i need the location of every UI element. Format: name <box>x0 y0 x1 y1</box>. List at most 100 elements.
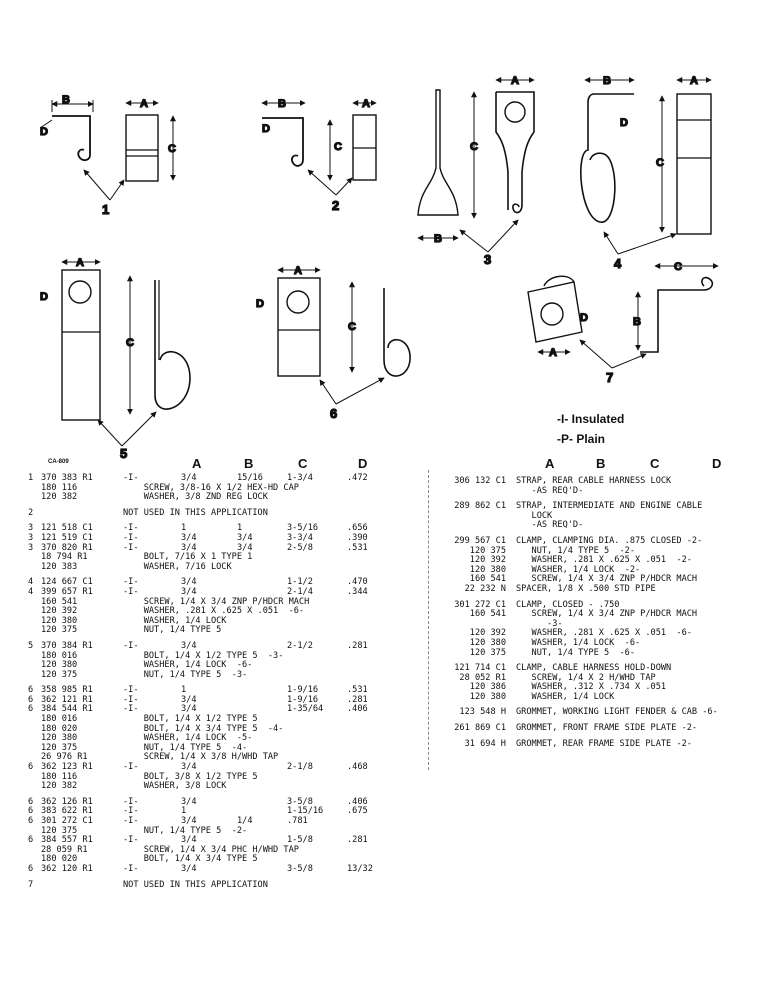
table-row: 180 116 SCREW, 3/8-16 X 1/2 HEX-HD CAP <box>28 482 428 494</box>
dimension-value: .781 <box>287 816 308 826</box>
svg-text:B: B <box>278 98 286 110</box>
part-description: WASHER, .312 X .734 X .051 <box>516 682 667 693</box>
part-description: SPACER, 1/8 X .500 STD PIPE <box>516 583 656 594</box>
part-number: 18 794 R1 <box>41 552 88 563</box>
part-number: 120 375 <box>469 647 506 658</box>
part-description: WASHER, 1/4 LOCK <box>516 691 615 702</box>
dimension-value <box>237 865 287 875</box>
dimension-value: 1-15/16 <box>287 806 324 817</box>
svg-text:D: D <box>620 117 628 129</box>
dimension-value <box>237 686 287 696</box>
part-number: 180 020 <box>41 854 78 865</box>
table-row: 120 380 WASHER, 1/4 LOCK -6- <box>28 660 428 671</box>
part-number: 383 622 R1 <box>41 806 93 817</box>
part-number: 120 392 <box>41 606 78 617</box>
part-number: 120 380 <box>469 691 506 702</box>
part-number: 120 380 <box>41 615 78 626</box>
figure-index <box>28 553 41 563</box>
part-number <box>436 487 516 497</box>
part-description: WASHER, 3/8 ZND REG LOCK <box>123 492 268 503</box>
part-number: 370 383 R1 <box>41 473 93 483</box>
dimension-value: 3/4 <box>181 704 197 715</box>
clip-4-drawing <box>580 77 712 255</box>
figure-index <box>28 782 41 792</box>
table-row: 120 380 WASHER, 1/4 LOCK -5- <box>28 734 428 744</box>
part-number: 180 020 <box>41 723 78 734</box>
part-number: 28 059 R1 <box>41 844 88 855</box>
part-number: 120 375 <box>41 625 78 636</box>
part-number: 120 380 <box>41 660 78 671</box>
dimension-value: 3/4 <box>181 532 197 543</box>
part-description: SCREW, 1/4 X 3/8 H/WHD TAP <box>123 752 279 763</box>
part-description: NOT USED IN THIS APPLICATION <box>123 507 268 518</box>
dimension-value: .468 <box>347 762 368 773</box>
svg-text:C: C <box>674 261 682 273</box>
table-row: 120 375 NUT, 1/4 TYPE 5 -4- <box>28 743 428 754</box>
figure-index <box>28 598 41 608</box>
part-description: STRAP, INTERMEDIATE AND ENGINE CABLE <box>516 501 703 512</box>
figure-index: 6 <box>28 816 34 826</box>
table-row: 120 380 WASHER, 1/4 LOCK -2- <box>436 565 772 576</box>
table-row: 180 020 BOLT, 1/4 X 3/4 TYPE 5 <box>28 855 428 865</box>
table-row: 120 380 WASHER, 1/4 LOCK <box>28 615 428 627</box>
figure-index <box>28 715 41 725</box>
figure-index: 3 <box>28 523 34 534</box>
svg-text:D: D <box>262 123 270 135</box>
dimension-value: .281 <box>347 640 368 651</box>
part-number: 120 380 <box>41 733 78 744</box>
dimension-value: -I- <box>123 762 139 773</box>
dimension-value: 1 <box>237 523 243 534</box>
part-description: WASHER, 3/8 LOCK <box>123 781 227 792</box>
svg-text:C: C <box>470 141 478 153</box>
dimension-value: .281 <box>347 835 368 846</box>
figure-index <box>28 773 41 783</box>
table-row: 120 375 NUT, 1/4 TYPE 5 -2- <box>436 545 772 557</box>
dimension-value: .390 <box>347 532 368 543</box>
dimension-value: 13/32 <box>347 863 373 874</box>
part-description: BOLT, 1/4 X 3/4 TYPE 5 <box>123 854 258 865</box>
table-row: 120 386 WASHER, .312 X .734 X .051 <box>436 683 772 693</box>
dimension-value: .281 <box>347 694 368 705</box>
dimension-value: .656 <box>347 523 368 534</box>
part-description: -AS REQ'D- <box>516 520 584 531</box>
part-description: NUT, 1/4 TYPE 5 -3- <box>123 669 248 680</box>
figure-index <box>28 484 41 494</box>
part-description: NUT, 1/4 TYPE 5 -6- <box>516 647 635 658</box>
figure-index: 6 <box>28 685 34 696</box>
part-description: WASHER, 1/4 LOCK -5- <box>123 733 253 744</box>
figure-index: 6 <box>28 835 34 846</box>
dimension-value: .406 <box>347 704 368 715</box>
legend-insulated: -I- Insulated <box>557 412 625 426</box>
dimension-value: 1 <box>181 806 187 817</box>
svg-text:A: A <box>140 98 148 110</box>
svg-text:5: 5 <box>120 446 127 460</box>
part-number <box>41 509 123 519</box>
dimension-value <box>237 578 287 588</box>
table-row: 28 059 R1 SCREW, 1/4 X 3/4 PHC H/WHD TAP <box>28 844 428 856</box>
header-a-left: A <box>192 456 202 471</box>
part-description: CLAMP, CLOSED - .750 <box>516 599 620 610</box>
clip-5-drawing <box>61 259 191 447</box>
dimension-value: .406 <box>347 796 368 807</box>
svg-text:2: 2 <box>332 198 339 213</box>
part-number: 160 541 <box>469 609 506 620</box>
part-number: 306 132 C1 <box>454 476 506 486</box>
part-number: 120 375 <box>469 545 506 556</box>
part-number: 31 694 H <box>464 738 506 749</box>
table-row: 120 392 WASHER, .281 X .625 X .051 -6- <box>436 629 772 639</box>
part-description: NUT, 1/4 TYPE 5 -2- <box>516 545 635 556</box>
dimension-value: 1/4 <box>237 816 253 826</box>
dimension-value: 3/4 <box>181 542 197 553</box>
part-number: 120 375 <box>41 669 78 680</box>
part-number: 180 116 <box>41 482 78 493</box>
